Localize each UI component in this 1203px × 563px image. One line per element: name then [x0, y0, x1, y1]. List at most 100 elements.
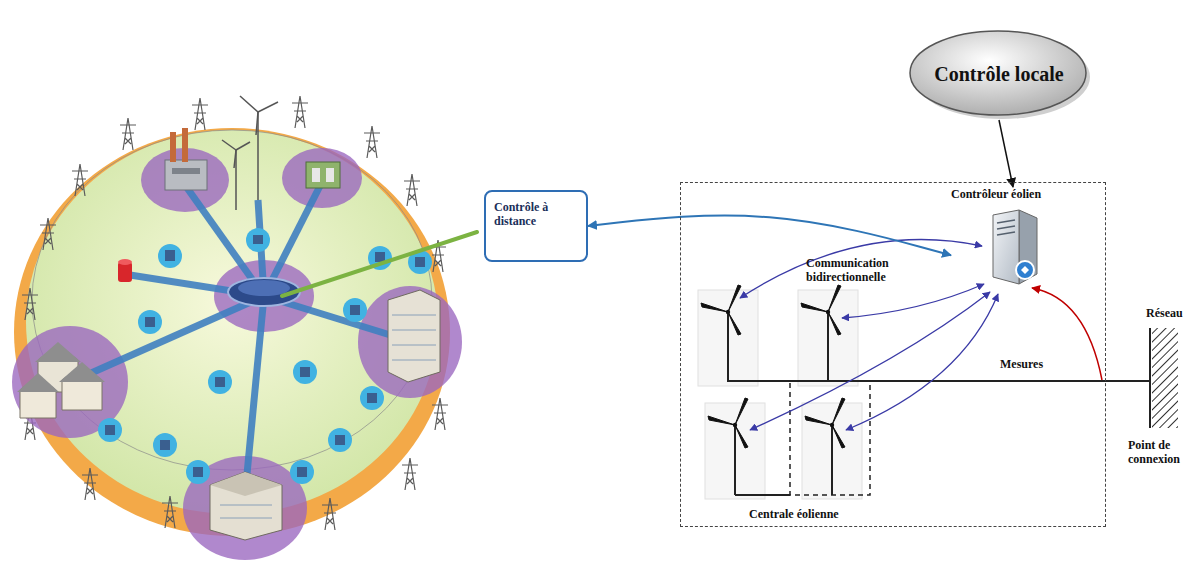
device-icons [186, 460, 210, 484]
grid-links [80, 296, 264, 378]
device-symbols [145, 317, 155, 327]
grid-hatch [1152, 328, 1178, 428]
wind-turbine [256, 112, 258, 135]
transmission-towers [72, 164, 88, 196]
transmission-towers [402, 458, 418, 490]
transmission-towers [82, 468, 98, 500]
device-symbols [300, 367, 310, 377]
device-icons [98, 228, 432, 484]
transmission-towers [322, 498, 338, 530]
link-label: Communication bidirectionnelle [806, 256, 918, 285]
server-icon [997, 220, 1015, 223]
device-symbols [105, 235, 425, 477]
factory [165, 160, 207, 190]
server-icon [1021, 266, 1029, 274]
transmission-towers [120, 118, 136, 150]
wind-turbine [222, 96, 278, 210]
wind-turbine [258, 102, 278, 112]
grid-clusters [358, 286, 462, 398]
device-symbols [253, 235, 263, 244]
remote-control-box: Contrôle à distance [484, 190, 588, 262]
substation [326, 168, 334, 182]
industrial-building [210, 472, 282, 540]
wind-turbine [236, 142, 250, 150]
device-symbols [105, 425, 115, 435]
device-icons [360, 386, 384, 410]
factory [170, 132, 176, 162]
wind-turbine [698, 285, 758, 386]
grid-links [245, 296, 264, 495]
server-icon [997, 226, 1015, 229]
device-icons [246, 228, 270, 252]
label-holder: Point de connexion [1128, 438, 1194, 467]
device-symbols [375, 252, 385, 262]
feeder-line [728, 380, 1150, 382]
red-storage [118, 259, 132, 265]
houses [59, 362, 105, 382]
server-icon [993, 210, 1037, 284]
transmission-towers [364, 126, 380, 158]
device-icons [98, 418, 122, 442]
device-icons [208, 370, 232, 394]
wind-turbine [234, 150, 236, 168]
office-building [388, 290, 440, 382]
zoom-pointer [282, 232, 477, 296]
feeder-line [735, 494, 790, 496]
server-icon [993, 210, 1019, 284]
houses [17, 373, 59, 392]
substation [306, 162, 340, 188]
smart-grid-illustration [12, 96, 477, 560]
device-icons [138, 310, 162, 334]
substation [306, 162, 340, 188]
label-holder: Mesures [1000, 357, 1043, 371]
grid-clusters [183, 456, 307, 560]
office-building [392, 315, 436, 316]
device-symbols [165, 250, 175, 261]
grid-label: Réseau [1146, 306, 1183, 320]
office-building [392, 330, 436, 331]
device-symbols [297, 467, 307, 477]
wind-turbine [802, 398, 862, 499]
grid-clusters [12, 148, 462, 560]
device-symbols [215, 377, 225, 387]
server-icon [997, 232, 1015, 235]
wind-turbine [240, 96, 258, 112]
box-label: Contrôle à distance [494, 200, 578, 229]
device-symbols [415, 257, 425, 267]
wind-turbine [705, 398, 765, 499]
device-symbols [335, 435, 345, 445]
houses [35, 342, 81, 362]
grid-links [80, 182, 400, 495]
controller-label: Contrôleur éolien [951, 187, 1075, 201]
transmission-towers [432, 398, 448, 430]
measure-label: Mesures [1000, 357, 1043, 371]
device-icons [293, 360, 317, 384]
wind-farm-region: Contrôleur éolienCentrale éolienne [680, 182, 1106, 527]
device-icons [158, 244, 182, 268]
transmission-towers [292, 96, 308, 128]
office-building [392, 360, 436, 361]
industrial-building [220, 505, 272, 506]
device-icons [343, 298, 367, 322]
wind-farm-drawing [698, 210, 1178, 499]
connector-arrow [999, 120, 1013, 187]
industrial-building [210, 472, 282, 496]
transmission-towers [22, 288, 38, 320]
houses [17, 342, 105, 418]
label-holder: Réseau [1146, 306, 1183, 320]
office-building [388, 290, 440, 382]
label-holder: Communication bidirectionnelle [806, 256, 918, 285]
factory [172, 168, 200, 174]
wind-turbine [798, 285, 858, 386]
office-building [392, 345, 436, 346]
turbine-communication [740, 240, 982, 299]
device-symbols [350, 305, 360, 315]
local-control-ellipse: Contrôle locale [907, 28, 1091, 120]
turbine-communication [846, 294, 998, 430]
substation [312, 168, 320, 182]
device-icons [290, 460, 314, 484]
ellipse-label: Contrôle locale [934, 62, 1063, 86]
transmission-towers [192, 98, 208, 130]
ellipse-shape [910, 31, 1086, 115]
